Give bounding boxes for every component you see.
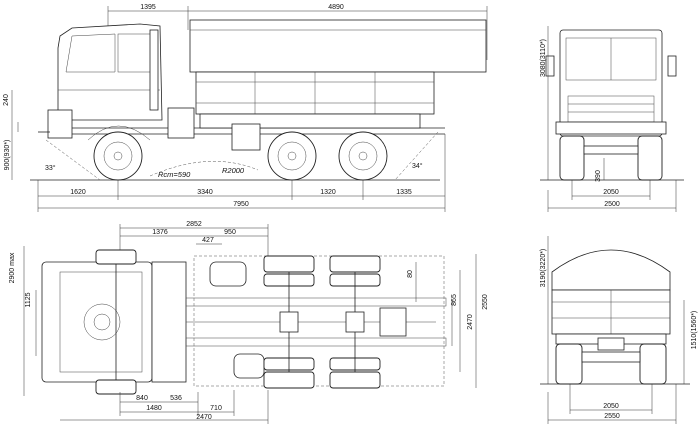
dim-hitch-offset: 240 (3, 94, 10, 106)
cab-door-window (65, 33, 116, 73)
dim-1480: 1480 (146, 405, 162, 412)
dim-rear-height: 3190(3220*) (540, 249, 547, 288)
dim-rear-overhang: 1335 (396, 189, 412, 196)
top-cab (41, 261, 153, 383)
dim-710: 710 (210, 405, 222, 412)
front-view: 3080(3110*) 390 2050 2500 (540, 26, 684, 212)
cargo-area-outline (193, 255, 445, 387)
dim-front-height: 3080(3110*) (540, 39, 547, 77)
top-view: 1376 2852 950 427 (9, 221, 489, 424)
dim-840: 840 (136, 395, 148, 402)
departure-angle: 34° (412, 162, 423, 170)
dim-ground-clearance: 390 (595, 170, 602, 182)
dim-wheelbase: 3340 (197, 189, 213, 196)
dim-2470-bottom: 2470 (196, 414, 212, 421)
approach-angle: 33° (45, 164, 56, 172)
dim-1125: 1125 (25, 292, 32, 307)
dim-2470-side: 2470 (467, 314, 474, 330)
turning-radius: R2000 (222, 166, 245, 175)
side-wheel-front (93, 131, 143, 181)
dim-1376: 1376 (152, 229, 168, 236)
dim-rear-width: 2550 (604, 413, 620, 420)
rear-view: 3190(3220*) 1510(1560*) 2050 2550 (540, 236, 698, 424)
dim-865: 865 (451, 294, 458, 306)
dim-body-length: 4890 (328, 4, 344, 11)
dim-427: 427 (202, 237, 214, 244)
dim-950: 950 (224, 229, 236, 236)
dim-rear-track: 2050 (603, 403, 619, 410)
dim-bogie-spacing: 1320 (320, 189, 336, 196)
dim-front-track: 2050 (603, 189, 619, 196)
front-cab (559, 29, 663, 137)
dim-536: 536 (170, 395, 182, 402)
side-wheel-rear-2 (338, 131, 388, 181)
dim-cab-length: 1395 (140, 4, 156, 11)
static-radius: Rст=590 (158, 170, 191, 179)
dim-hitch-height: 900(930*) (4, 140, 11, 171)
body-tarp (189, 19, 487, 73)
dim-rear-hitch-height: 1510(1560*) (691, 311, 698, 350)
side-view: 1395 4890 (3, 4, 488, 212)
dim-2900: 2900 max (9, 252, 16, 283)
spare-wheel (83, 303, 121, 341)
side-wheel-rear-1 (267, 131, 317, 181)
dim-front-overhang: 1620 (70, 189, 86, 196)
dim-2550-side: 2550 (482, 294, 489, 310)
dim-overall-length: 7950 (233, 201, 249, 208)
dim-2852: 2852 (186, 221, 202, 228)
dim-front-width: 2500 (604, 201, 620, 208)
dim-80: 80 (407, 270, 414, 278)
rear-tarp (551, 249, 671, 291)
fuel-tank (209, 261, 247, 287)
